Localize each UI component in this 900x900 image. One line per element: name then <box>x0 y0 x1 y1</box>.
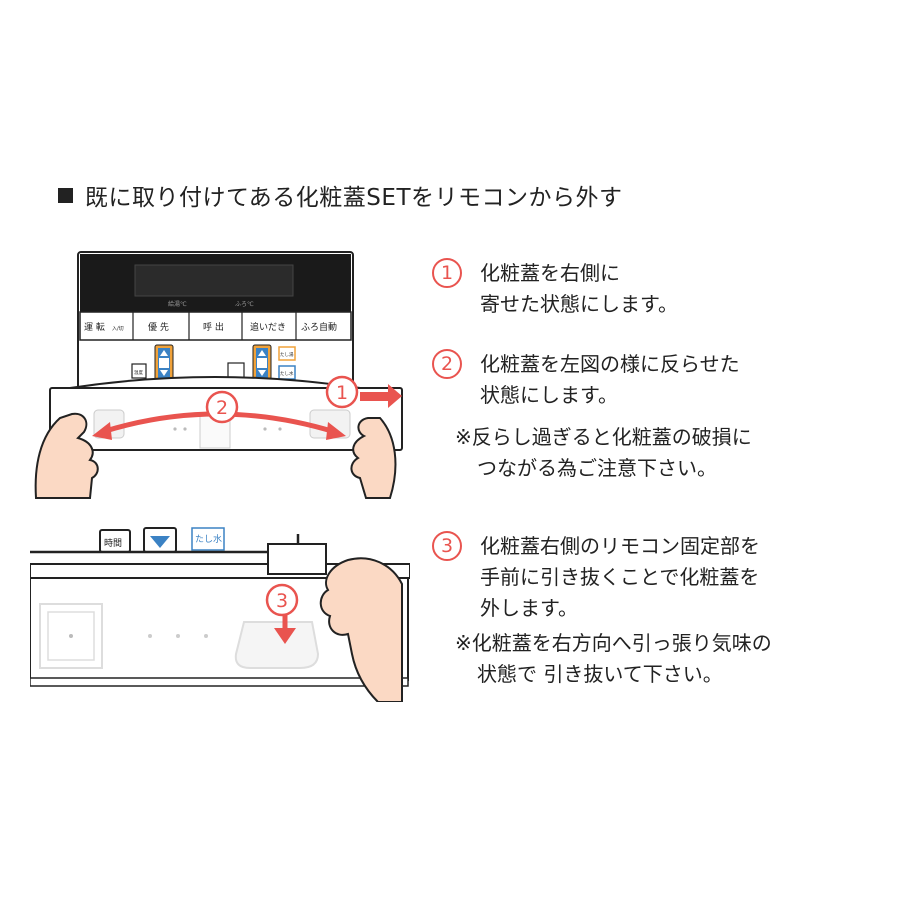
pull-down-arrow <box>274 628 296 644</box>
button-power-sub: 入/切 <box>112 325 124 332</box>
note-1: ※反らし過ぎると化粧蓋の破損に つながる為ご注意下さい。 <box>455 422 752 484</box>
step-1-badge <box>325 375 359 409</box>
svg-text:2: 2 <box>216 397 228 419</box>
button-reheat: 追いだき <box>250 321 286 333</box>
section-heading: 既に取り付けてある化粧蓋SETをリモコンから外す <box>58 178 623 212</box>
note-1-line-2: つながる為ご注意下さい。 <box>477 456 717 480</box>
button-priority: 優 先 <box>148 321 169 333</box>
button-auto-bath: ふろ自動 <box>301 321 337 333</box>
button-power: 運 転 <box>84 322 105 333</box>
key-add-hot <box>278 346 296 361</box>
note-2-line-2: 状態で 引き抜いて下さい。 <box>477 662 723 686</box>
lcd-display <box>134 264 294 297</box>
step-3-number-icon: 3 <box>432 531 462 561</box>
svg-text:たし湯: たし湯 <box>280 351 294 358</box>
key-temp-label: 温度 <box>134 369 143 376</box>
step-1-line-2: 寄せた状態にします。 <box>480 292 678 316</box>
slide-right-arrow <box>388 384 402 408</box>
step-3-line-3: 外します。 <box>480 596 578 620</box>
step-3-line-1: 化粧蓋右側のリモコン固定部を <box>480 534 760 558</box>
square-bullet-icon <box>58 187 73 203</box>
fixing-part <box>234 621 320 669</box>
svg-text:3: 3 <box>276 590 288 612</box>
lcd-label-bath: ふろ℃ <box>235 301 254 308</box>
step-2-badge <box>205 390 239 424</box>
note-1-line-1: ※反らし過ぎると化粧蓋の破損に <box>455 425 752 449</box>
pinching-hand <box>319 557 403 702</box>
step-1-number-icon: 1 <box>432 258 462 288</box>
right-hand <box>350 417 397 499</box>
step-1-line-1: 化粧蓋を右側に <box>480 261 620 285</box>
button-call: 呼 出 <box>203 321 224 333</box>
fixing-part-illustration: 時間 たし水 3 <box>30 527 410 702</box>
button-row <box>79 311 352 341</box>
step-2-number-icon: 2 <box>432 349 462 379</box>
step-2-line-2: 状態にします。 <box>480 383 618 407</box>
lcd-label-hot: 給湯℃ <box>168 300 187 308</box>
svg-text:たし水: たし水 <box>195 533 222 545</box>
left-hand <box>34 412 99 499</box>
step-2-line-1: 化粧蓋を左図の様に反らせた <box>480 352 740 376</box>
step-3-badge <box>265 583 299 617</box>
step-3-line-2: 手前に引き抜くことで化粧蓋を <box>480 565 760 589</box>
step-3: 3 化粧蓋右側のリモコン固定部を 手前に引き抜くことで化粧蓋を 外します。 <box>432 531 760 624</box>
closeup-key-other <box>191 527 225 551</box>
svg-text:たし水: たし水 <box>280 370 294 377</box>
note-2-line-1: ※化粧蓋を右方向へ引っ張り気味の <box>455 631 772 655</box>
key-temp <box>131 363 147 379</box>
note-2: ※化粧蓋を右方向へ引っ張り気味の 状態で 引き抜いて下さい。 <box>455 628 772 690</box>
svg-text:時間: 時間 <box>104 538 122 549</box>
closeup-down-key <box>150 536 170 548</box>
heading-text: 既に取り付けてある化粧蓋SETをリモコンから外す <box>85 185 623 211</box>
svg-text:1: 1 <box>336 382 348 404</box>
step-2: 2 化粧蓋を左図の様に反らせた 状態にします。 <box>432 349 740 411</box>
step-1: 1 化粧蓋を右側に 寄せた状態にします。 <box>432 258 678 320</box>
remote-cover-illustration: 給湯℃ ふろ℃ 運 転 入/切 優 先 呼 出 追いだき ふろ自動 温度 たし湯… <box>34 251 403 499</box>
